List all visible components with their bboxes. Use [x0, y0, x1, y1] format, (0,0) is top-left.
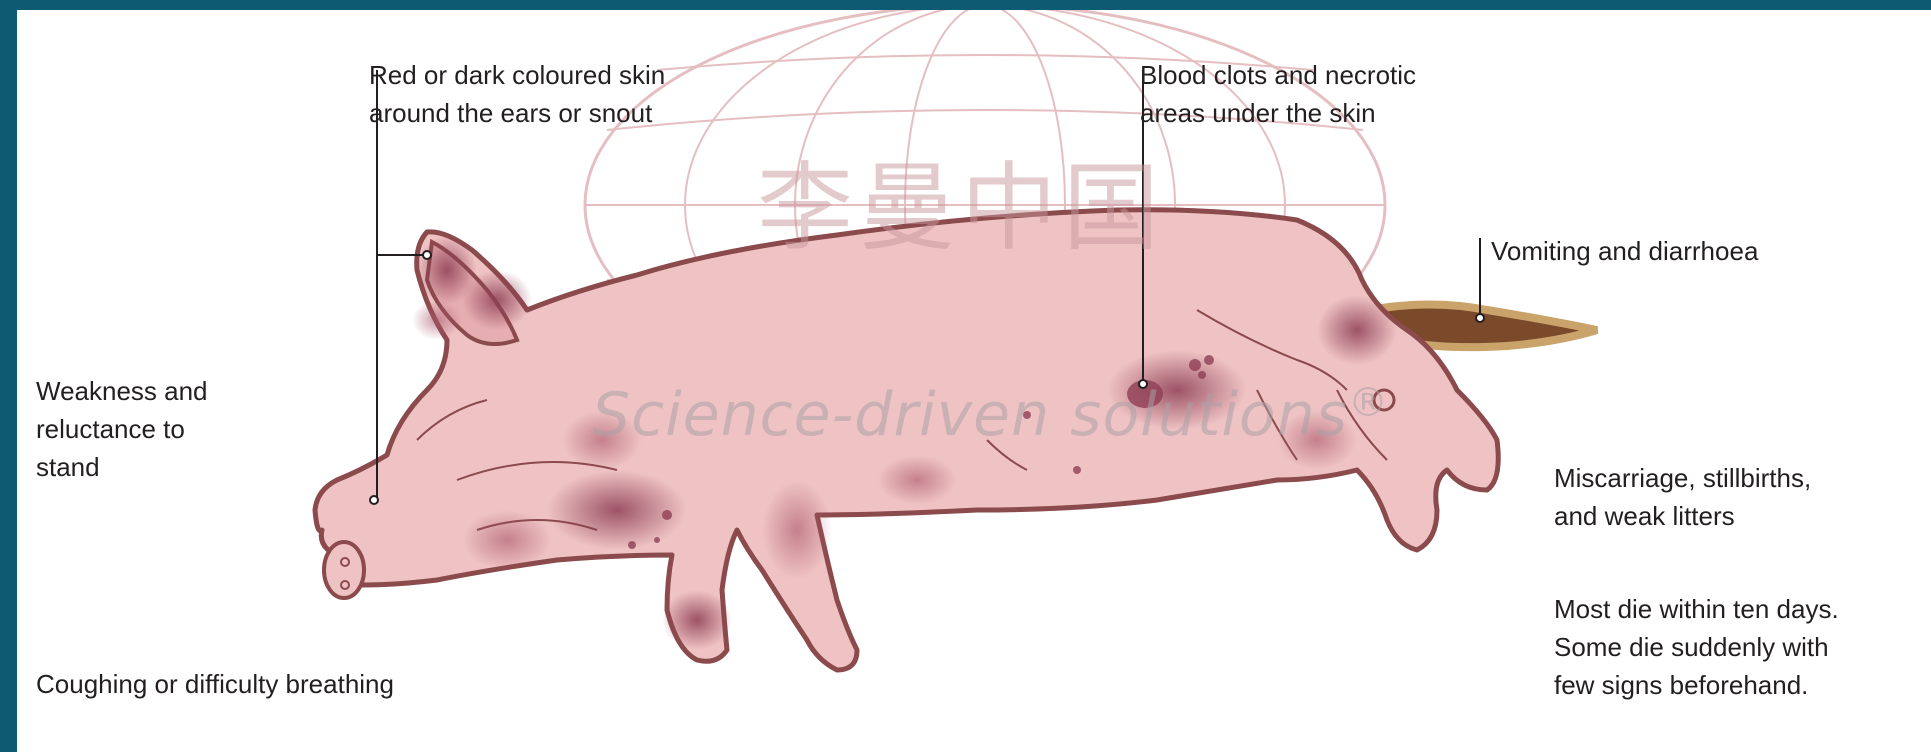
label-coughing: Coughing or difficulty breathing — [36, 665, 394, 703]
label-skin-colour: Red or dark coloured skin around the ear… — [369, 56, 665, 132]
diagram-panel: 李曼中国 Science-driven solutions® Red or da… — [17, 10, 1931, 752]
registered-mark: ® — [1348, 380, 1389, 426]
label-weakness: Weakness and reluctance to stand — [36, 372, 208, 486]
label-vomiting: Vomiting and diarrhoea — [1491, 232, 1758, 270]
watermark-slogan-text: Science-driven solutions — [592, 380, 1348, 450]
watermark-slogan: Science-driven solutions® — [592, 380, 1389, 450]
label-death: Most die within ten days. Some die sudde… — [1554, 590, 1839, 704]
label-miscarriage: Miscarriage, stillbirths, and weak litte… — [1554, 459, 1811, 535]
watermark-cjk: 李曼中国 — [757, 130, 1165, 269]
label-blood-clots: Blood clots and necrotic areas under the… — [1140, 56, 1416, 132]
